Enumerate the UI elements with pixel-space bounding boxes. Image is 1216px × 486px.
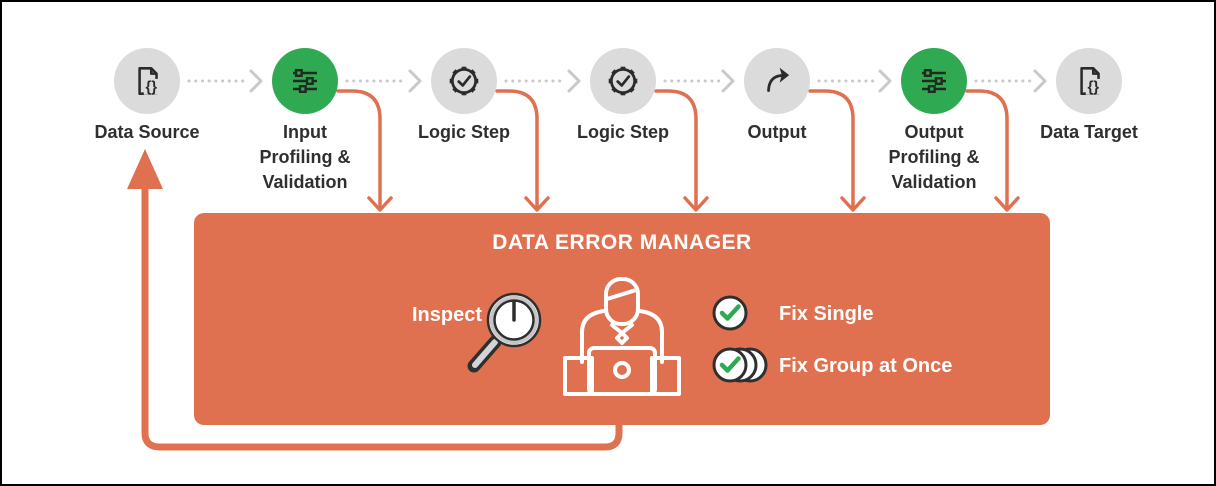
gear-check-icon <box>608 66 638 96</box>
node-label-output-profiling: Output Profiling & Validation <box>888 122 980 192</box>
chevron-icon <box>567 69 581 93</box>
node-label-logic-step-2: Logic Step <box>576 122 669 142</box>
chevron-icon <box>721 69 735 93</box>
sliders-icon <box>293 68 317 94</box>
fix-group-label: Fix Group at Once <box>779 355 953 377</box>
chevron-icon <box>249 69 263 93</box>
chevron-icon <box>408 69 422 93</box>
node-label-output: Output <box>747 122 807 142</box>
check-circle-icon <box>712 295 748 331</box>
share-arrow-icon <box>767 67 790 92</box>
node-circle-data-source: {} <box>114 48 180 114</box>
fix-single-label: Fix Single <box>779 303 874 325</box>
arrowhead-icon <box>127 149 163 189</box>
node-circle-logic-step-2 <box>590 48 656 114</box>
node-circle-output-profiling <box>901 48 967 114</box>
node-label-input-profiling: Input Profiling & Validation <box>259 122 351 192</box>
panel-title: DATA ERROR MANAGER <box>492 231 752 254</box>
gear-check-icon <box>449 66 479 96</box>
svg-text:{}: {} <box>145 80 157 96</box>
data-error-manager-panel: DATA ERROR MANAGER Inspect <box>194 213 1050 425</box>
check-circle-stack-icon <box>712 347 768 383</box>
person-at-laptop-icon <box>563 277 681 396</box>
node-label-data-target: Data Target <box>1040 122 1138 142</box>
sliders-icon <box>922 68 946 94</box>
chevron-icon <box>1033 69 1047 93</box>
node-label-data-source: Data Source <box>94 122 200 142</box>
node-circle-data-target: {} <box>1056 48 1122 114</box>
chevron-icon <box>878 69 892 93</box>
json-file-icon: {} <box>1080 67 1101 96</box>
svg-text:{}: {} <box>1087 80 1099 96</box>
node-circle-logic-step-1 <box>431 48 497 114</box>
magnifier-icon <box>467 292 542 373</box>
node-label-logic-step-1: Logic Step <box>417 122 510 142</box>
node-circle-input-profiling <box>272 48 338 114</box>
json-file-icon: {} <box>138 67 159 96</box>
node-circle-output <box>744 48 810 114</box>
